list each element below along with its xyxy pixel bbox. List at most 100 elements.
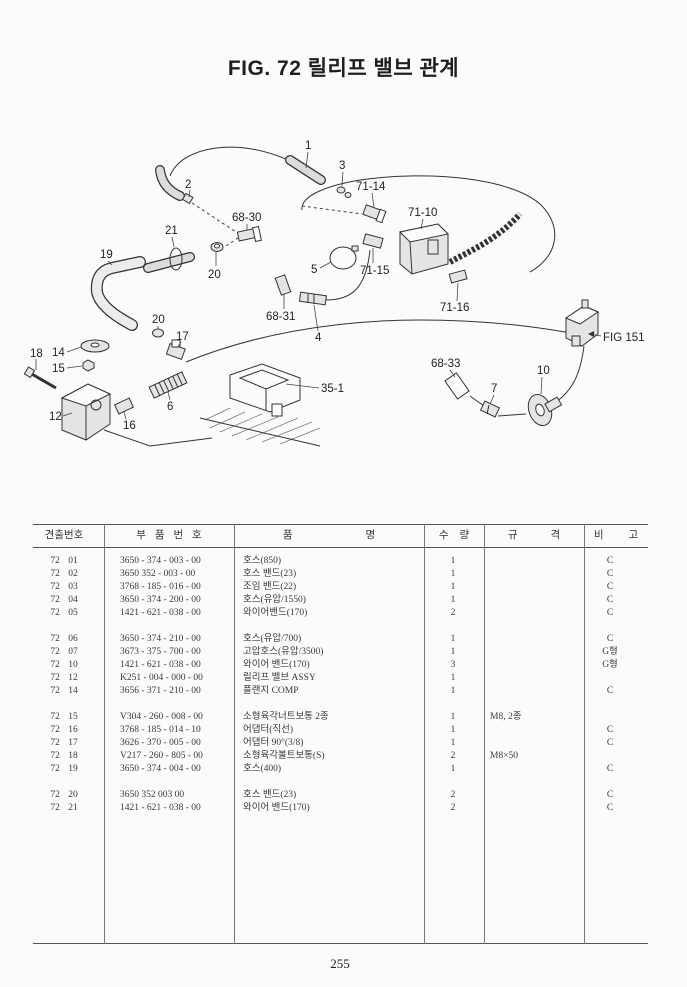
exploded-parts-diagram: 1 2 3 71-14 68-30 21 71-10 19 5 71-15 20… [23,140,645,447]
callout-18: 18 [30,348,43,360]
row-part-name: 와이어밴드(170) [243,608,308,618]
hose-850-part-1 [285,155,326,185]
row-remark: C [606,738,614,748]
header-part-name: 품 명 [282,529,376,541]
row-qty: 1 [450,738,456,748]
row-remark: C [606,790,614,800]
row-qty: 1 [450,712,456,722]
row-part-name: 릴리프 밸브 ASSY [243,673,316,683]
row-remark: C [606,686,614,696]
callout-71-14: 71-14 [356,181,386,193]
callout-labels: 1 2 3 71-14 68-30 21 71-10 19 5 71-15 20… [30,140,645,432]
row-ref-no: 72 02 [50,569,78,579]
column-divider [424,524,425,944]
row-part-no: 3673 - 375 - 700 - 00 [120,647,201,657]
row-part-no: 3768 - 185 - 016 - 00 [120,582,201,592]
header-remark: 비 고 [593,529,639,541]
clamp-band-part-3 [336,186,352,198]
row-ref-no: 72 07 [50,647,78,657]
callout-71-16: 71-16 [440,302,469,314]
header-qty: 수 량 [438,529,470,541]
row-part-no: V304 - 260 - 008 - 00 [120,712,203,722]
row-part-name: 호스(유압/700) [243,634,302,644]
fitting-68-33 [444,372,470,400]
row-part-name: 소형육각너트보통 2종 [243,712,329,722]
fitting-68-30 [236,225,262,243]
row-qty: 1 [450,764,456,774]
row-ref-no: 72 05 [50,608,78,618]
flange-part-14 [80,339,110,353]
callout-6: 6 [167,401,173,413]
row-ref-no: 72 04 [50,595,78,605]
row-ref-no: 72 12 [50,673,78,683]
column-divider [104,524,105,944]
row-part-no: 3650 - 374 - 200 - 00 [120,595,201,605]
row-ref-no: 72 15 [50,712,78,722]
hose-lines [103,146,585,447]
column-divider [234,524,235,944]
row-remark: C [606,595,614,605]
hose-400-part-19 [90,256,146,331]
row-remark: C [606,634,614,644]
row-qty: 2 [450,608,456,618]
row-ref-no: 72 10 [50,660,78,670]
row-part-name: 고압호스(유압/3500) [243,647,324,657]
row-part-no: 3650 - 374 - 004 - 00 [120,764,201,774]
row-part-name: 호스 밴드(23) [243,569,297,579]
callout-20-lower: 20 [152,314,165,326]
fig-151-valve [564,299,600,347]
row-part-no: 1421 - 621 - 038 - 00 [120,660,201,670]
callout-2: 2 [185,179,191,191]
row-part-name: 플랜지 COMP [243,686,299,696]
row-remark: C [606,556,614,566]
coil-hose-71-10 [448,211,523,265]
callout-71-15: 71-15 [360,265,389,277]
column-divider [484,524,485,944]
relief-valve-part-12 [60,383,112,441]
table-top-rule [33,524,648,525]
hose-part-4 [298,291,327,306]
row-part-name: 와이어 밴드(170) [243,660,310,670]
callout-5: 5 [311,264,317,276]
row-remark: C [606,582,614,592]
callout-15: 15 [52,363,65,375]
row-ref-no: 72 17 [50,738,78,748]
row-part-no: 3650 352 - 003 - 00 [120,569,196,579]
nut-part-15 [82,359,95,372]
callout-20-upper: 20 [208,269,221,281]
table-header-rule [33,547,648,548]
frame-part-35-1 [199,363,321,447]
row-part-name: 호스(850) [243,556,282,566]
callout-16: 16 [123,420,136,432]
row-ref-no: 72 21 [50,803,78,813]
row-part-no: 1421 - 621 - 038 - 00 [120,803,201,813]
row-part-name: 조임 밴드(22) [243,582,297,592]
header-spec: 규 격 [507,529,561,541]
callout-71-10: 71-10 [408,207,437,219]
wire-band-part-5 [329,245,359,270]
callout-3: 3 [339,160,345,172]
row-part-name: 와이어 밴드(170) [243,803,310,813]
row-qty: 3 [450,660,456,670]
callout-7: 7 [491,383,497,395]
leader-lines [35,151,602,420]
hose-elbow [155,165,185,201]
row-qty: 1 [450,556,456,566]
callout-4: 4 [315,332,322,344]
row-part-no: 3650 - 374 - 003 - 00 [120,556,201,566]
row-remark: C [606,569,614,579]
row-qty: 2 [450,803,456,813]
row-qty: 1 [450,686,456,696]
row-qty: 1 [450,595,456,605]
row-part-name: 어댑터 90°(3/8) [243,738,304,748]
row-part-no: 3656 - 371 - 210 - 00 [120,686,201,696]
row-qty: 1 [450,725,456,735]
